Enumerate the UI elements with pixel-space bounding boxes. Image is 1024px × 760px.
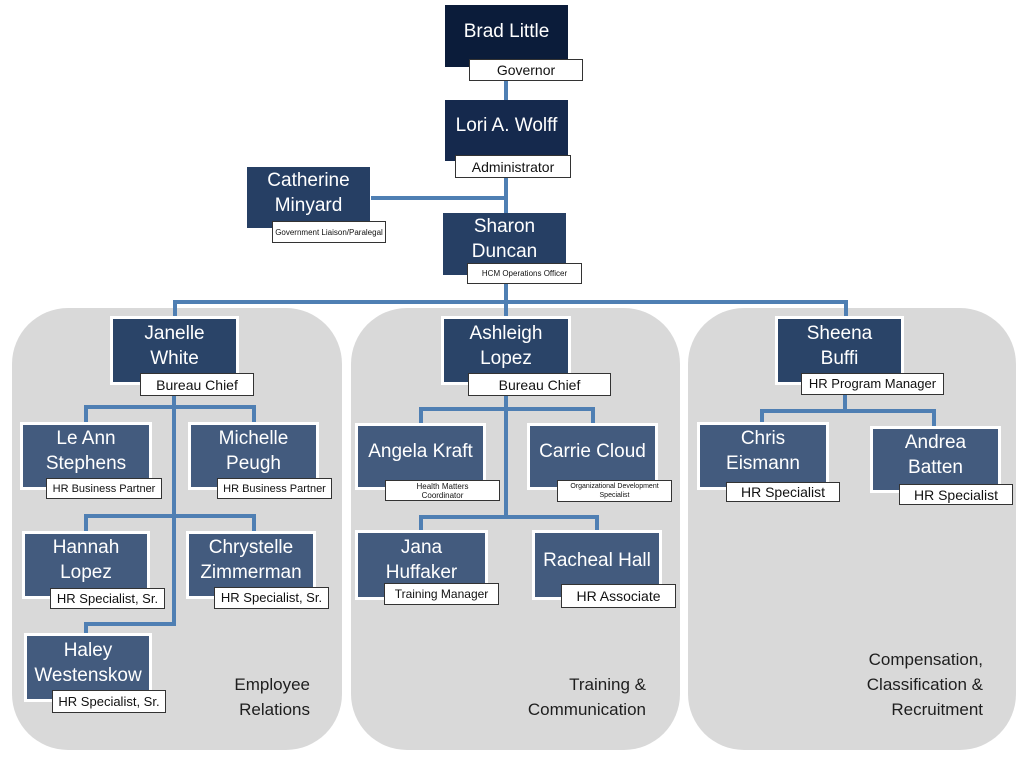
role-label-chrystelle-zimmerman: HR Specialist, Sr. <box>214 587 329 609</box>
connector-er-row2-left <box>84 514 88 532</box>
node-name: Racheal Hall <box>543 549 651 571</box>
connector-ccr-row1 <box>760 409 936 413</box>
role-label-le-ann-stephens: HR Business Partner <box>46 478 162 499</box>
node-andrea-batten: Andrea Batten <box>870 426 1001 493</box>
connector-er-row3 <box>84 622 176 626</box>
connector-tc-trunk <box>504 384 508 519</box>
connector-er-row1-left <box>84 405 88 423</box>
node-name: Hannah Lopez <box>52 537 120 583</box>
node-chris-eismann: Chris Eismann <box>697 422 829 490</box>
node-name: Chrystelle Zimmerman <box>200 537 302 583</box>
department-label-employee-relations: Employee Relations <box>234 675 310 719</box>
node-liaison: Catherine Minyard <box>247 167 370 228</box>
connector-administrator-operations <box>504 161 508 214</box>
role-label-racheal-hall: HR Associate <box>561 584 676 608</box>
node-sheena-buffi: Sheena Buffi <box>775 316 904 385</box>
role-label-haley-westenskow: HR Specialist, Sr. <box>52 690 166 713</box>
node-name: Jana Huffaker <box>385 537 458 583</box>
role-label-hannah-lopez: HR Specialist, Sr. <box>50 588 165 609</box>
role-label-governor: Governor <box>469 59 583 81</box>
role-label-andrea-batten: HR Specialist <box>899 484 1013 505</box>
node-name: Brad Little <box>463 20 550 42</box>
connector-tc-row1-left <box>419 407 423 424</box>
node-name: Le Ann Stephens <box>45 428 127 474</box>
connector-departments-bar <box>173 300 848 304</box>
node-name: Chris Eismann <box>726 428 800 474</box>
department-label-training-communication: Training & Communication <box>527 675 646 719</box>
connector-to-ashleigh <box>504 300 508 318</box>
node-name: Carrie Cloud <box>539 441 646 462</box>
connector-tc-row1 <box>419 407 595 411</box>
connector-liaison <box>371 196 507 200</box>
connector-er-row2 <box>84 514 256 518</box>
connector-governor-administrator <box>504 67 508 101</box>
connector-to-sheena <box>844 300 848 318</box>
node-governor: Brad Little <box>445 5 568 67</box>
role-label-sheena-buffi: HR Program Manager <box>801 373 944 395</box>
connector-operations-down <box>504 275 508 303</box>
connector-er-row3-left <box>84 622 88 634</box>
node-name: Lori A. Wolff <box>455 115 558 136</box>
node-name: Andrea Batten <box>904 431 967 478</box>
role-label-michelle-peugh: HR Business Partner <box>217 478 332 499</box>
connector-tc-row1-right <box>591 407 595 424</box>
role-label-jana-huffaker: Training Manager <box>384 583 499 605</box>
connector-to-janelle <box>173 300 177 318</box>
node-name: Sharon Duncan <box>471 216 538 262</box>
connector-er-trunk <box>172 384 176 626</box>
node-administrator: Lori A. Wolff <box>445 100 568 161</box>
connector-er-row2-right <box>252 514 256 532</box>
node-name: Catherine Minyard <box>267 169 350 216</box>
connector-tc-row2-right <box>595 515 599 531</box>
connector-ccr-row1-right <box>932 409 936 427</box>
connector-ccr-trunk <box>843 384 847 412</box>
node-name: Michelle Peugh <box>218 428 289 474</box>
node-name: Haley Westenskow <box>34 639 142 686</box>
role-label-liaison: Government Liaison/Paralegal <box>272 221 386 243</box>
node-name: Sheena Buffi <box>806 322 873 369</box>
role-label-janelle-white: Bureau Chief <box>140 373 254 396</box>
role-label-chris-eismann: HR Specialist <box>726 482 840 502</box>
connector-ccr-row1-left <box>760 409 764 423</box>
connector-tc-row2-left <box>419 515 423 531</box>
role-label-ashleigh-lopez: Bureau Chief <box>468 373 611 396</box>
role-label-carrie-cloud: Organizational Development Specialist <box>557 480 672 502</box>
role-label-operations: HCM Operations Officer <box>467 263 582 284</box>
node-name: Angela Kraft <box>368 441 473 462</box>
node-carrie-cloud: Carrie Cloud <box>527 423 658 490</box>
node-name: Janelle White <box>144 322 205 369</box>
node-name: Ashleigh Lopez <box>469 322 543 369</box>
connector-er-row1-right <box>252 405 256 423</box>
department-label-compensation-classification-recruitment: Compensation, Classification & Recruitme… <box>866 650 983 719</box>
role-label-angela-kraft: Health Matters Coordinator <box>385 480 500 501</box>
role-label-administrator: Administrator <box>455 155 571 178</box>
connector-tc-row2 <box>419 515 599 519</box>
connector-er-row1 <box>84 405 256 409</box>
